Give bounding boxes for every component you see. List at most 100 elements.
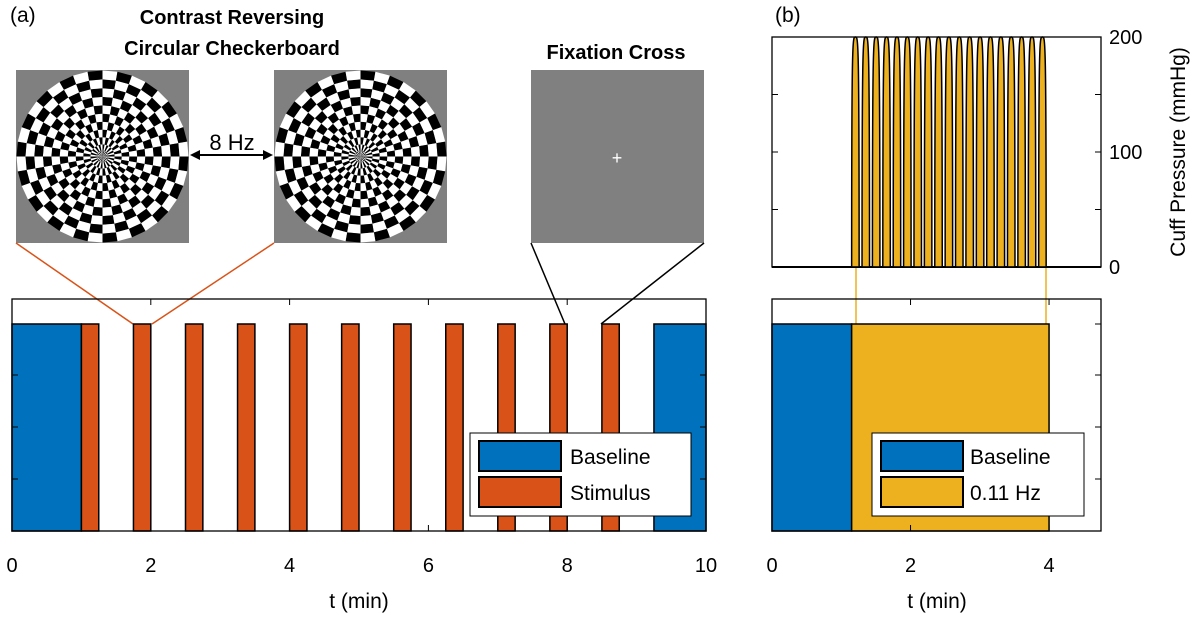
checker-segment (154, 176, 167, 191)
checker-segment (432, 169, 446, 186)
checker-segment (102, 232, 118, 243)
pressure-pulse (1037, 36, 1047, 268)
checker-segment (110, 141, 118, 149)
checker-segment (323, 128, 334, 140)
checker-segment (320, 168, 331, 178)
freq-label-bg (201, 128, 263, 154)
checker-segment (139, 130, 151, 142)
checker-segment (129, 173, 140, 185)
checker-segment (113, 158, 122, 164)
checker-segment (347, 223, 361, 234)
checker-segment (95, 167, 101, 176)
checker-segment (427, 143, 438, 157)
checker-segment (416, 133, 428, 147)
checker-segment (98, 161, 102, 169)
checker-segment (362, 145, 367, 152)
checker-segment (112, 160, 121, 167)
checker-segment (342, 146, 351, 153)
checker-segment (360, 88, 373, 98)
x-tick-label: 0 (6, 555, 17, 577)
checker-segment (102, 168, 106, 176)
checker-segment (115, 71, 132, 85)
checker-segment (83, 156, 91, 160)
checker-segment (326, 144, 336, 152)
checker-segment (386, 150, 396, 157)
checker-segment (107, 154, 115, 157)
checker-segment (92, 159, 99, 165)
checker-segment (345, 114, 355, 124)
checker-segment (114, 153, 122, 157)
checker-segment (360, 156, 366, 159)
checker-segment (394, 208, 411, 224)
checker-segment (360, 113, 368, 123)
checker-segment (82, 97, 94, 109)
checker-segment (316, 177, 328, 190)
checker-segment (80, 126, 90, 136)
checker-segment (146, 173, 159, 187)
checker-segment (102, 182, 109, 192)
checker-segment (350, 138, 357, 147)
checker-segment (150, 165, 162, 177)
checker-segment (58, 97, 73, 111)
pressure-pulse (996, 36, 1006, 268)
checker-segment (330, 200, 344, 213)
checker-segment (102, 156, 106, 162)
checker-segment (128, 223, 146, 238)
checker-segment (52, 139, 63, 150)
x-tick-label: 4 (1043, 555, 1054, 577)
panel-b-label: (b) (775, 4, 801, 27)
checker-segment (419, 117, 433, 134)
checker-segment (102, 175, 108, 184)
checker-segment (34, 144, 44, 157)
checker-segment (354, 145, 359, 152)
checker-segment (360, 155, 366, 157)
checker-segment (318, 162, 328, 172)
checker-segment (68, 161, 78, 169)
checker-segment (136, 89, 153, 105)
checker-segment (178, 141, 189, 157)
checker-segment (360, 156, 365, 162)
checker-segment (366, 189, 376, 199)
checker-segment (354, 182, 361, 192)
checker-segment (365, 152, 373, 156)
checker-segment (67, 150, 77, 157)
checker-segment (326, 161, 336, 169)
checker-segment (398, 104, 413, 119)
checker-segment (368, 141, 376, 149)
checker-segment (355, 156, 361, 160)
checker-segment (119, 100, 133, 113)
checker-segment (178, 156, 189, 172)
checker-segment (343, 171, 351, 180)
checker-segment (64, 104, 77, 118)
checker-segment (161, 156, 171, 169)
checker-segment (174, 169, 188, 186)
checker-segment (95, 190, 103, 200)
checker-segment (325, 150, 335, 157)
checker-segment (91, 158, 98, 163)
checker-segment (360, 153, 366, 157)
checker-segment (95, 137, 101, 146)
checker-segment (74, 119, 86, 130)
checker-segment (364, 138, 371, 147)
checker-segment (301, 165, 313, 177)
checker-segment (337, 166, 346, 174)
checker-segment (102, 155, 108, 157)
checker-segment (345, 141, 353, 149)
checker-segment (380, 92, 395, 105)
checker-segment (94, 160, 100, 167)
checker-segment (362, 161, 367, 168)
checker-segment (98, 156, 103, 162)
checker-segment (377, 200, 391, 213)
checker-segment (356, 152, 361, 157)
pressure-pulse (934, 36, 943, 268)
checker-segment (87, 164, 95, 172)
checker-segment (76, 80, 91, 93)
checker-segment (21, 182, 36, 200)
checker-segment (87, 141, 95, 149)
checker-segment (68, 144, 78, 152)
checker-segment (360, 70, 376, 81)
checker-segment (72, 100, 86, 113)
checker-segment (369, 162, 378, 169)
